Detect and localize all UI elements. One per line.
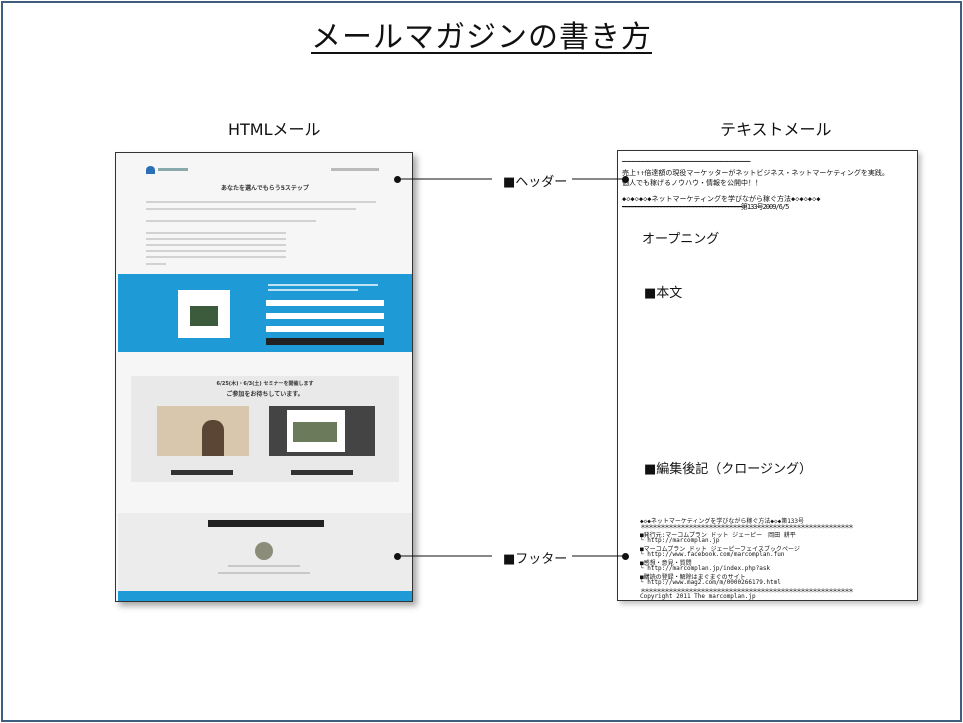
form-input [266, 326, 384, 332]
footer-line: └ http://www.facebook.com/marcomplan.fun [640, 551, 785, 558]
footer-callout: ■フッター [503, 552, 568, 567]
mail-heading: あなたを選んでもらう5ステップ [221, 185, 309, 192]
opening-label: オープニング [642, 232, 720, 247]
rule-line: ━━━━━━━━━━━━━━━━━━━━━━━━━━━━━━━━━━━━━━━━… [622, 159, 751, 165]
logo [146, 166, 190, 174]
footer-text [218, 572, 310, 574]
footer-title: ◆◇◆ネットマーケティングを学びながら稼ぐ方法◆◇◆第133号 [640, 518, 805, 525]
header-link [331, 168, 379, 171]
footer-line: ■発行元:マーコムプラン ドット ジェーピー 岡田 耕平 [640, 532, 796, 539]
footer-rule: ＊＊＊＊＊＊＊＊＊＊＊＊＊＊＊＊＊＊＊＊＊＊＊＊＊＊＊＊＊＊＊＊＊＊＊＊＊＊＊＊… [640, 524, 854, 531]
header-marker-right [622, 176, 629, 183]
signup-section [118, 274, 412, 352]
body-text-line [146, 244, 286, 246]
body-text-line [146, 201, 376, 203]
body-text-line [146, 208, 356, 210]
form-submit [266, 338, 384, 345]
slide-title: メールマガジンの書き方 [311, 20, 652, 55]
html-mail-screenshot: あなたを選んでもらう5ステップ 6/25(木)・6/3(土) セミナーを開催しま… [115, 152, 413, 602]
body-text-line [146, 232, 286, 234]
seminar-button [291, 470, 353, 475]
copyright: Copyright 2011 The marcomplan.jp [640, 593, 756, 600]
seminar-section: 6/25(木)・6/3(土) セミナーを開催します ご参加をお待ちしています。 [131, 376, 399, 482]
text-mail-screenshot: ━━━━━━━━━━━━━━━━━━━━━━━━━━━━━━━━━━━━━━━━… [617, 150, 918, 601]
footer-text [228, 565, 300, 567]
header-line: 個人でも稼げるノウハウ・情報を公開中！！ [622, 179, 762, 187]
header-line: ◆◇◆◇◆◇◆ネットマーケティングを学びながら稼ぐ方法◆◇◆◇◆◇◆ [622, 195, 821, 203]
seminar-button [171, 470, 233, 475]
html-mail-label: HTMLメール [228, 120, 321, 139]
book-cover [178, 290, 230, 338]
footer-line: ■マーコムプラン ドット ジェーピーフェイスブックページ [640, 546, 800, 553]
issue-line: ━━━━━━━━━━━━━━━━━━━━━━━━━━━━━━━━━━━━━第13… [622, 203, 789, 211]
footer-marker-left [394, 553, 401, 560]
header-callout: ■ヘッダー [503, 175, 568, 190]
mail-footer [118, 513, 412, 591]
bottom-bar [118, 591, 412, 601]
footer-button [208, 520, 324, 527]
seminar-subtitle: ご参加をお待ちしています。 [226, 391, 304, 398]
form-text [268, 289, 358, 291]
form-text [268, 284, 378, 286]
text-mail-label: テキストメール [720, 120, 832, 139]
form-input [266, 300, 384, 306]
header-line: 売上↑↑倍達額の現役マーケッターがネットビジネス・ネットマーケティングを実践。 [622, 169, 889, 177]
body-text-line [146, 263, 166, 265]
footer-line: └ http://marcomplan.jp [640, 537, 720, 544]
body-text-line [146, 238, 286, 240]
footer-rule: ＊＊＊＊＊＊＊＊＊＊＊＊＊＊＊＊＊＊＊＊＊＊＊＊＊＊＊＊＊＊＊＊＊＊＊＊＊＊＊＊… [640, 588, 854, 595]
body-text-line [146, 220, 316, 222]
footer-line: ■感想・意見・質問 [640, 560, 692, 567]
body-text-line [146, 250, 286, 252]
form-input [266, 313, 384, 319]
footer-line: ■購読の登録・解除はまぐまぐのサイト [640, 574, 746, 581]
body-text-line [146, 256, 286, 258]
seminar-title: 6/25(木)・6/3(土) セミナーを開催します [216, 381, 314, 387]
closing-label: ■編集後記（クロージング） [644, 462, 813, 477]
body-label: ■本文 [644, 286, 683, 301]
footer-line: └ http://marcomplan.jp/index.php?ask [640, 565, 771, 572]
seminar-photo [269, 406, 375, 456]
footer-marker-right [622, 553, 629, 560]
footer-line: └ http://www.mag2.com/m/0000266179.html [640, 579, 781, 586]
header-marker-left [394, 176, 401, 183]
seminar-photo [157, 406, 249, 456]
avatar [255, 542, 273, 560]
